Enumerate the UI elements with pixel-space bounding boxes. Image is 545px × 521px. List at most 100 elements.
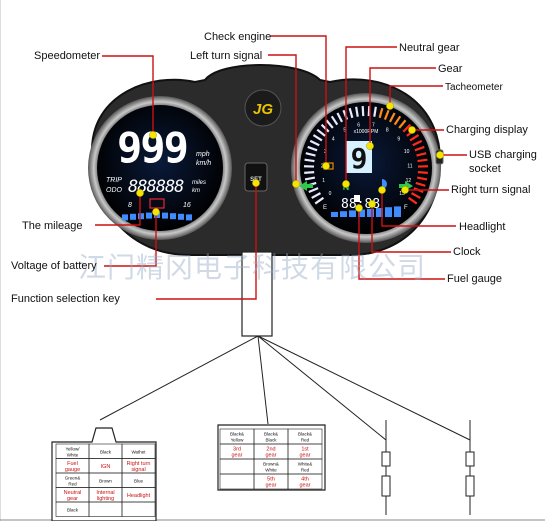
tacho-tick-label: 6 [357, 123, 360, 129]
tacho-segment [311, 192, 322, 199]
tacho-segment [407, 196, 418, 205]
voltage-bar [146, 212, 152, 219]
connector-cell-text: Blue [134, 478, 144, 483]
tacho-segment [378, 107, 384, 119]
tacho-segment [415, 181, 426, 187]
tacho-segment [416, 176, 428, 181]
fuel-bar [385, 207, 392, 217]
voltage-bar [178, 213, 184, 220]
tacho-tick-label: 11 [407, 163, 412, 169]
speed-unit-kmh: km/h [196, 160, 211, 167]
voltage-bar [122, 214, 128, 221]
connector-cell-text: IGN [101, 464, 111, 470]
connector-cell-text: Brown& [263, 462, 279, 467]
speed-digits: 999 [117, 123, 187, 172]
leader-line [104, 212, 157, 267]
dist-unit-miles: miles [192, 180, 206, 186]
logo-badge [244, 89, 282, 127]
fuel-bar [376, 208, 383, 217]
leader-dot [378, 186, 386, 194]
leader-dot [136, 189, 144, 197]
tacho-segment [417, 158, 428, 163]
right-turn-arrow-icon [399, 181, 413, 191]
connector-cell-text: Black& [298, 432, 312, 437]
leader-line [270, 35, 327, 166]
leader-lines [95, 35, 467, 300]
connector-cell-text: Black [265, 438, 277, 443]
tacho-segment [308, 187, 319, 194]
leader-line [345, 46, 397, 184]
fuel-bar [349, 210, 356, 217]
leader-dot [436, 151, 444, 159]
tacho-segment [409, 134, 420, 142]
label-headlight: Headlight [459, 221, 506, 233]
label-check-engine: Check engine [204, 31, 272, 43]
volt-lo-label: 8 [128, 202, 132, 209]
tacho-segment [416, 152, 427, 157]
label-usb-line1: USB charging [469, 149, 537, 161]
leader-dot [386, 102, 394, 110]
harness-wire-3 [257, 335, 387, 441]
battery-icon [149, 198, 165, 209]
tacho-segment [398, 119, 407, 129]
leader-line [371, 204, 451, 253]
connector-cell-text: Internal [96, 490, 114, 496]
harness-wire-1 [99, 335, 259, 421]
leader-dot [408, 126, 416, 134]
connector-cell-text: gear [231, 453, 242, 459]
fuel-bar [358, 209, 365, 217]
tacho-segment [314, 196, 325, 205]
leader-dot [322, 162, 330, 170]
leader-line [381, 190, 456, 227]
tacho-segment [304, 158, 315, 163]
tacho-segment [320, 123, 330, 133]
tacho-tick-label: 4 [332, 137, 335, 143]
tacho-segment [348, 107, 354, 119]
tacho-tick-label: 7 [372, 123, 375, 129]
leader-dot [252, 179, 260, 187]
connector-cell-text: lighting [97, 496, 114, 502]
connector-cell-text: 2nd [266, 447, 275, 453]
connector-cell-text: White [265, 468, 277, 473]
connector-cell-text: 1st [301, 447, 309, 453]
connector-cell-text: 5th [267, 477, 275, 483]
tacho-tick-label: 8 [386, 127, 389, 133]
voltage-bar [138, 213, 144, 220]
connector-cell-text: 4th [301, 477, 309, 483]
connector-cell-text: signal [131, 467, 145, 473]
label-tacheometer: Tacheometer [445, 82, 503, 93]
tacho-segment [330, 115, 339, 126]
leader-dot [366, 142, 374, 150]
tacho-segment [412, 139, 423, 147]
tacho-segment [402, 123, 412, 133]
tacho-segment [383, 109, 390, 120]
label-speedometer: Speedometer [34, 50, 101, 62]
leader-dot [401, 186, 409, 194]
leader-line [389, 85, 443, 106]
tacho-tick-label: 9 [397, 137, 400, 143]
connector-cell-text: Fuel [67, 461, 78, 467]
label-left-turn-signal: Left turn signal [190, 50, 263, 62]
leader-dot [355, 204, 363, 212]
tacho-segment [309, 139, 320, 147]
connector-cell-text: Red [68, 481, 77, 486]
logo-text: JG [253, 101, 273, 118]
connector-cell-text: Green& [65, 475, 81, 480]
tacho-tick-label: 1 [322, 178, 325, 184]
connector-cell-text: Wathet [131, 449, 146, 454]
fuel-bars [331, 206, 401, 217]
connector-right: Black&YellowBlack&BlackBlack&Red3rdgear2… [217, 424, 326, 491]
tacho-segment [336, 112, 344, 123]
harness-wire-4 [257, 335, 471, 441]
tacho-segment [410, 192, 421, 199]
fuel-bar [394, 206, 401, 217]
odo-label: ODO [106, 187, 123, 194]
tacho-segment [414, 145, 425, 152]
tacho-tick-label: 5 [343, 127, 346, 133]
connector-cell-text: Black& [230, 432, 244, 437]
leader-line [156, 183, 257, 300]
connector-cell-text: White [67, 452, 79, 457]
tacho-segment [393, 115, 402, 126]
